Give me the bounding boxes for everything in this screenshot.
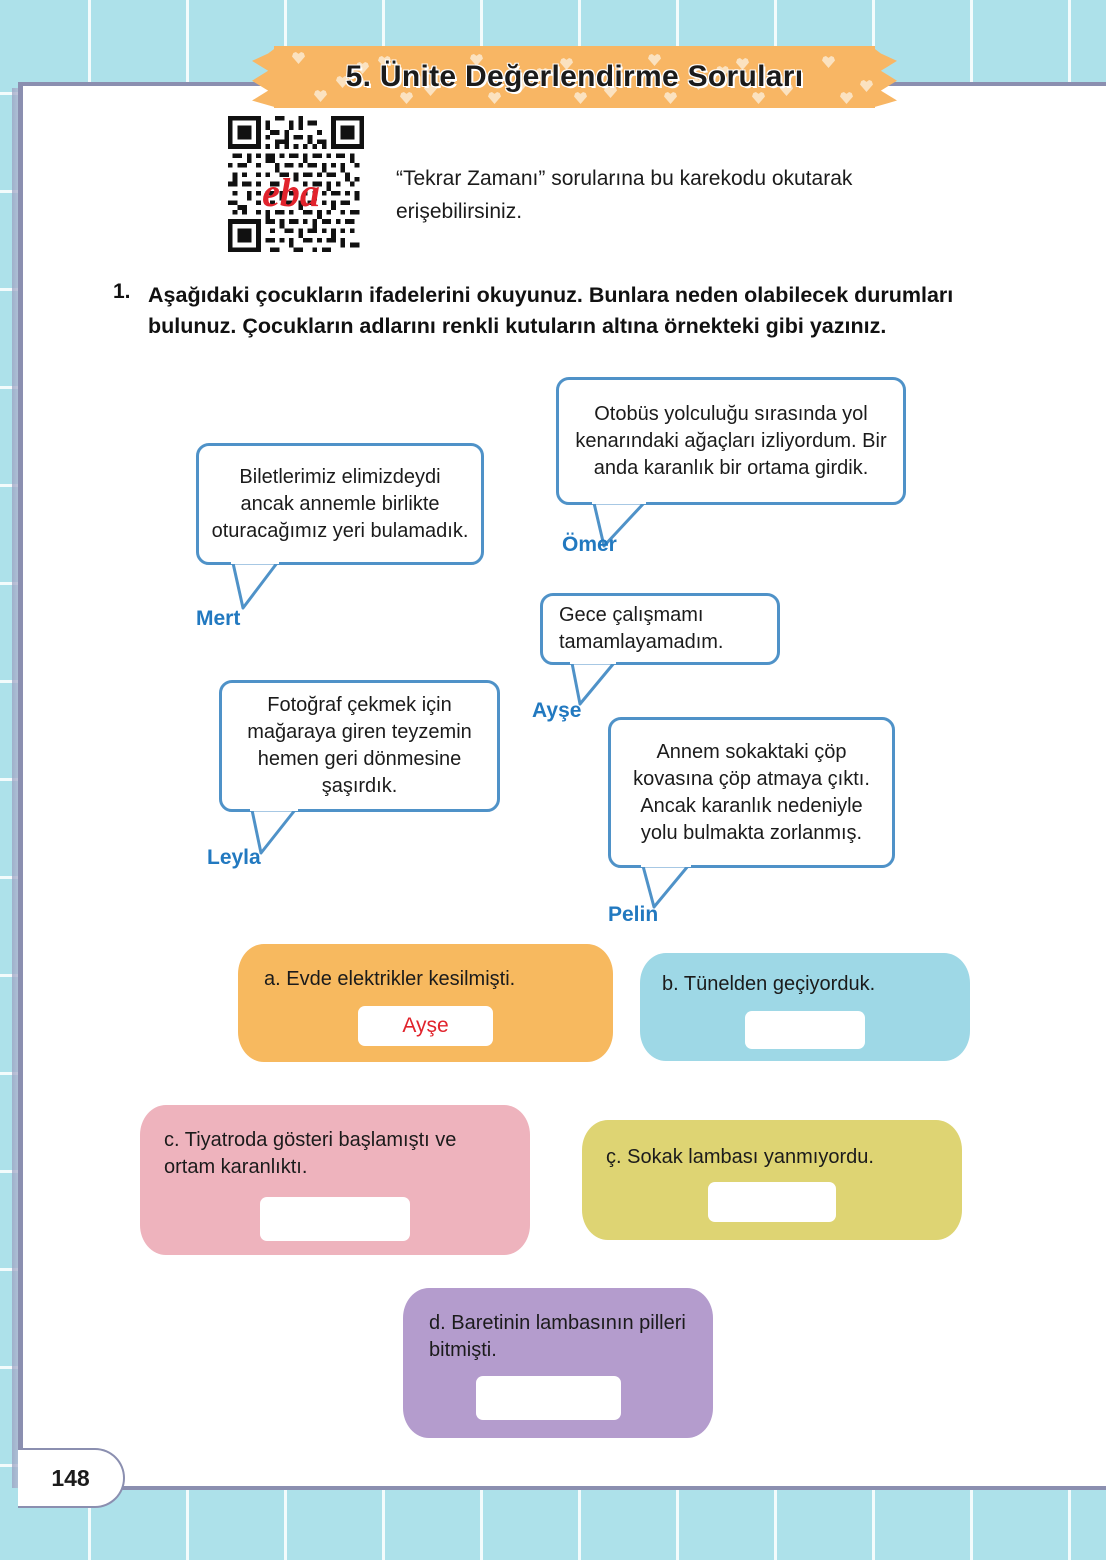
answer-card-b-blank[interactable] [745,1011,865,1049]
answer-card-c-blank[interactable] [260,1197,410,1241]
answer-card-c-text: c. Tiyatroda gösteri başlamıştı ve ortam… [164,1127,506,1181]
speech-name-mert: Mert [196,607,241,630]
answer-card-b-text: b. Tünelden geçiyorduk. [662,971,952,998]
answer-card-c-cedilla[interactable]: ç. Sokak lambası yanmıyordu. [582,1120,962,1240]
speech-bubble-ayse-text: Gece çalışmamı tamamlayamadım. [559,604,724,653]
speech-bubble-leyla: Fotoğraf çekmek için mağaraya giren teyz… [219,680,500,812]
answer-card-b-sentence: Tünelden geçiyorduk. [683,973,876,995]
answer-card-b-label: b. [662,973,679,995]
speech-bubble-ayse: Gece çalışmamı tamamlayamadım. [540,593,780,665]
question-number: 1. [113,280,131,303]
page-number: 148 [51,1464,90,1491]
speech-bubble-mert: Biletlerimiz elimizdeydi ancak annemle b… [196,443,484,565]
answer-card-b[interactable]: b. Tünelden geçiyorduk. [640,953,970,1061]
unit-title-banner: 5. Ünite Değerlendirme Soruları [252,46,897,108]
answer-card-a[interactable]: a. Evde elektrikler kesilmişti. Ayşe [238,944,613,1062]
answer-card-d-text: d. Baretinin lambasının pilleri bitmişti… [429,1310,693,1364]
qr-caption: “Tekrar Zamanı” sorularına bu karekodu o… [396,167,853,223]
answer-card-d-label: d. [429,1312,446,1334]
page-sheet [18,82,1106,1490]
answer-card-c-cedilla-background [582,1120,962,1240]
page-number-tab: 148 [18,1448,125,1508]
speech-name-leyla: Leyla [207,846,261,869]
answer-card-d-blank[interactable] [476,1376,621,1420]
answer-card-c-sentence: Tiyatroda gösteri başlamıştı ve ortam ka… [164,1129,457,1178]
speech-bubble-pelin-text: Annem sokaktaki çöp kovasına çöp atmaya … [633,740,870,844]
speech-bubble-omer: Otobüs yolculuğu sırasında yol kenarında… [556,377,906,505]
banner-heart-pattern [274,46,875,108]
qr-code-icon [228,116,364,252]
answer-card-c-cedilla-blank[interactable] [708,1182,836,1222]
answer-card-c-cedilla-label: ç. [606,1146,622,1168]
speech-name-omer: Ömer [562,533,617,556]
speech-bubble-omer-text: Otobüs yolculuğu sırasında yol kenarında… [575,402,887,479]
answer-card-a-blank[interactable]: Ayşe [358,1006,493,1046]
answer-card-a-label: a. [264,968,281,990]
speech-bubble-leyla-text: Fotoğraf çekmek için mağaraya giren teyz… [247,694,472,797]
answer-card-c-cedilla-sentence: Sokak lambası yanmıyordu. [627,1146,874,1168]
speech-name-pelin: Pelin [608,903,659,926]
answer-card-a-text: a. Evde elektrikler kesilmişti. [264,966,595,993]
question-text: Aşağıdaki çocukların ifadelerini okuyunu… [148,283,954,338]
answer-card-d[interactable]: d. Baretinin lambasının pilleri bitmişti… [403,1288,713,1438]
answer-card-c[interactable]: c. Tiyatroda gösteri başlamıştı ve ortam… [140,1105,530,1255]
speech-name-ayse: Ayşe [532,699,582,722]
answer-card-d-sentence: Baretinin lambasının pilleri bitmişti. [429,1312,686,1361]
eba-logo: eba [262,170,320,215]
answer-card-c-cedilla-text: ç. Sokak lambası yanmıyordu. [606,1144,944,1171]
speech-bubble-mert-text: Biletlerimiz elimizdeydi ancak annemle b… [211,465,469,542]
speech-bubble-pelin: Annem sokaktaki çöp kovasına çöp atmaya … [608,717,895,868]
page-title: 5. Ünite Değerlendirme Soruları [345,60,804,93]
banner-body [274,46,875,108]
answer-card-a-sentence: Evde elektrikler kesilmişti. [286,968,516,990]
answer-card-c-label: c. [164,1129,180,1151]
answer-card-a-answer: Ayşe [402,1014,449,1037]
